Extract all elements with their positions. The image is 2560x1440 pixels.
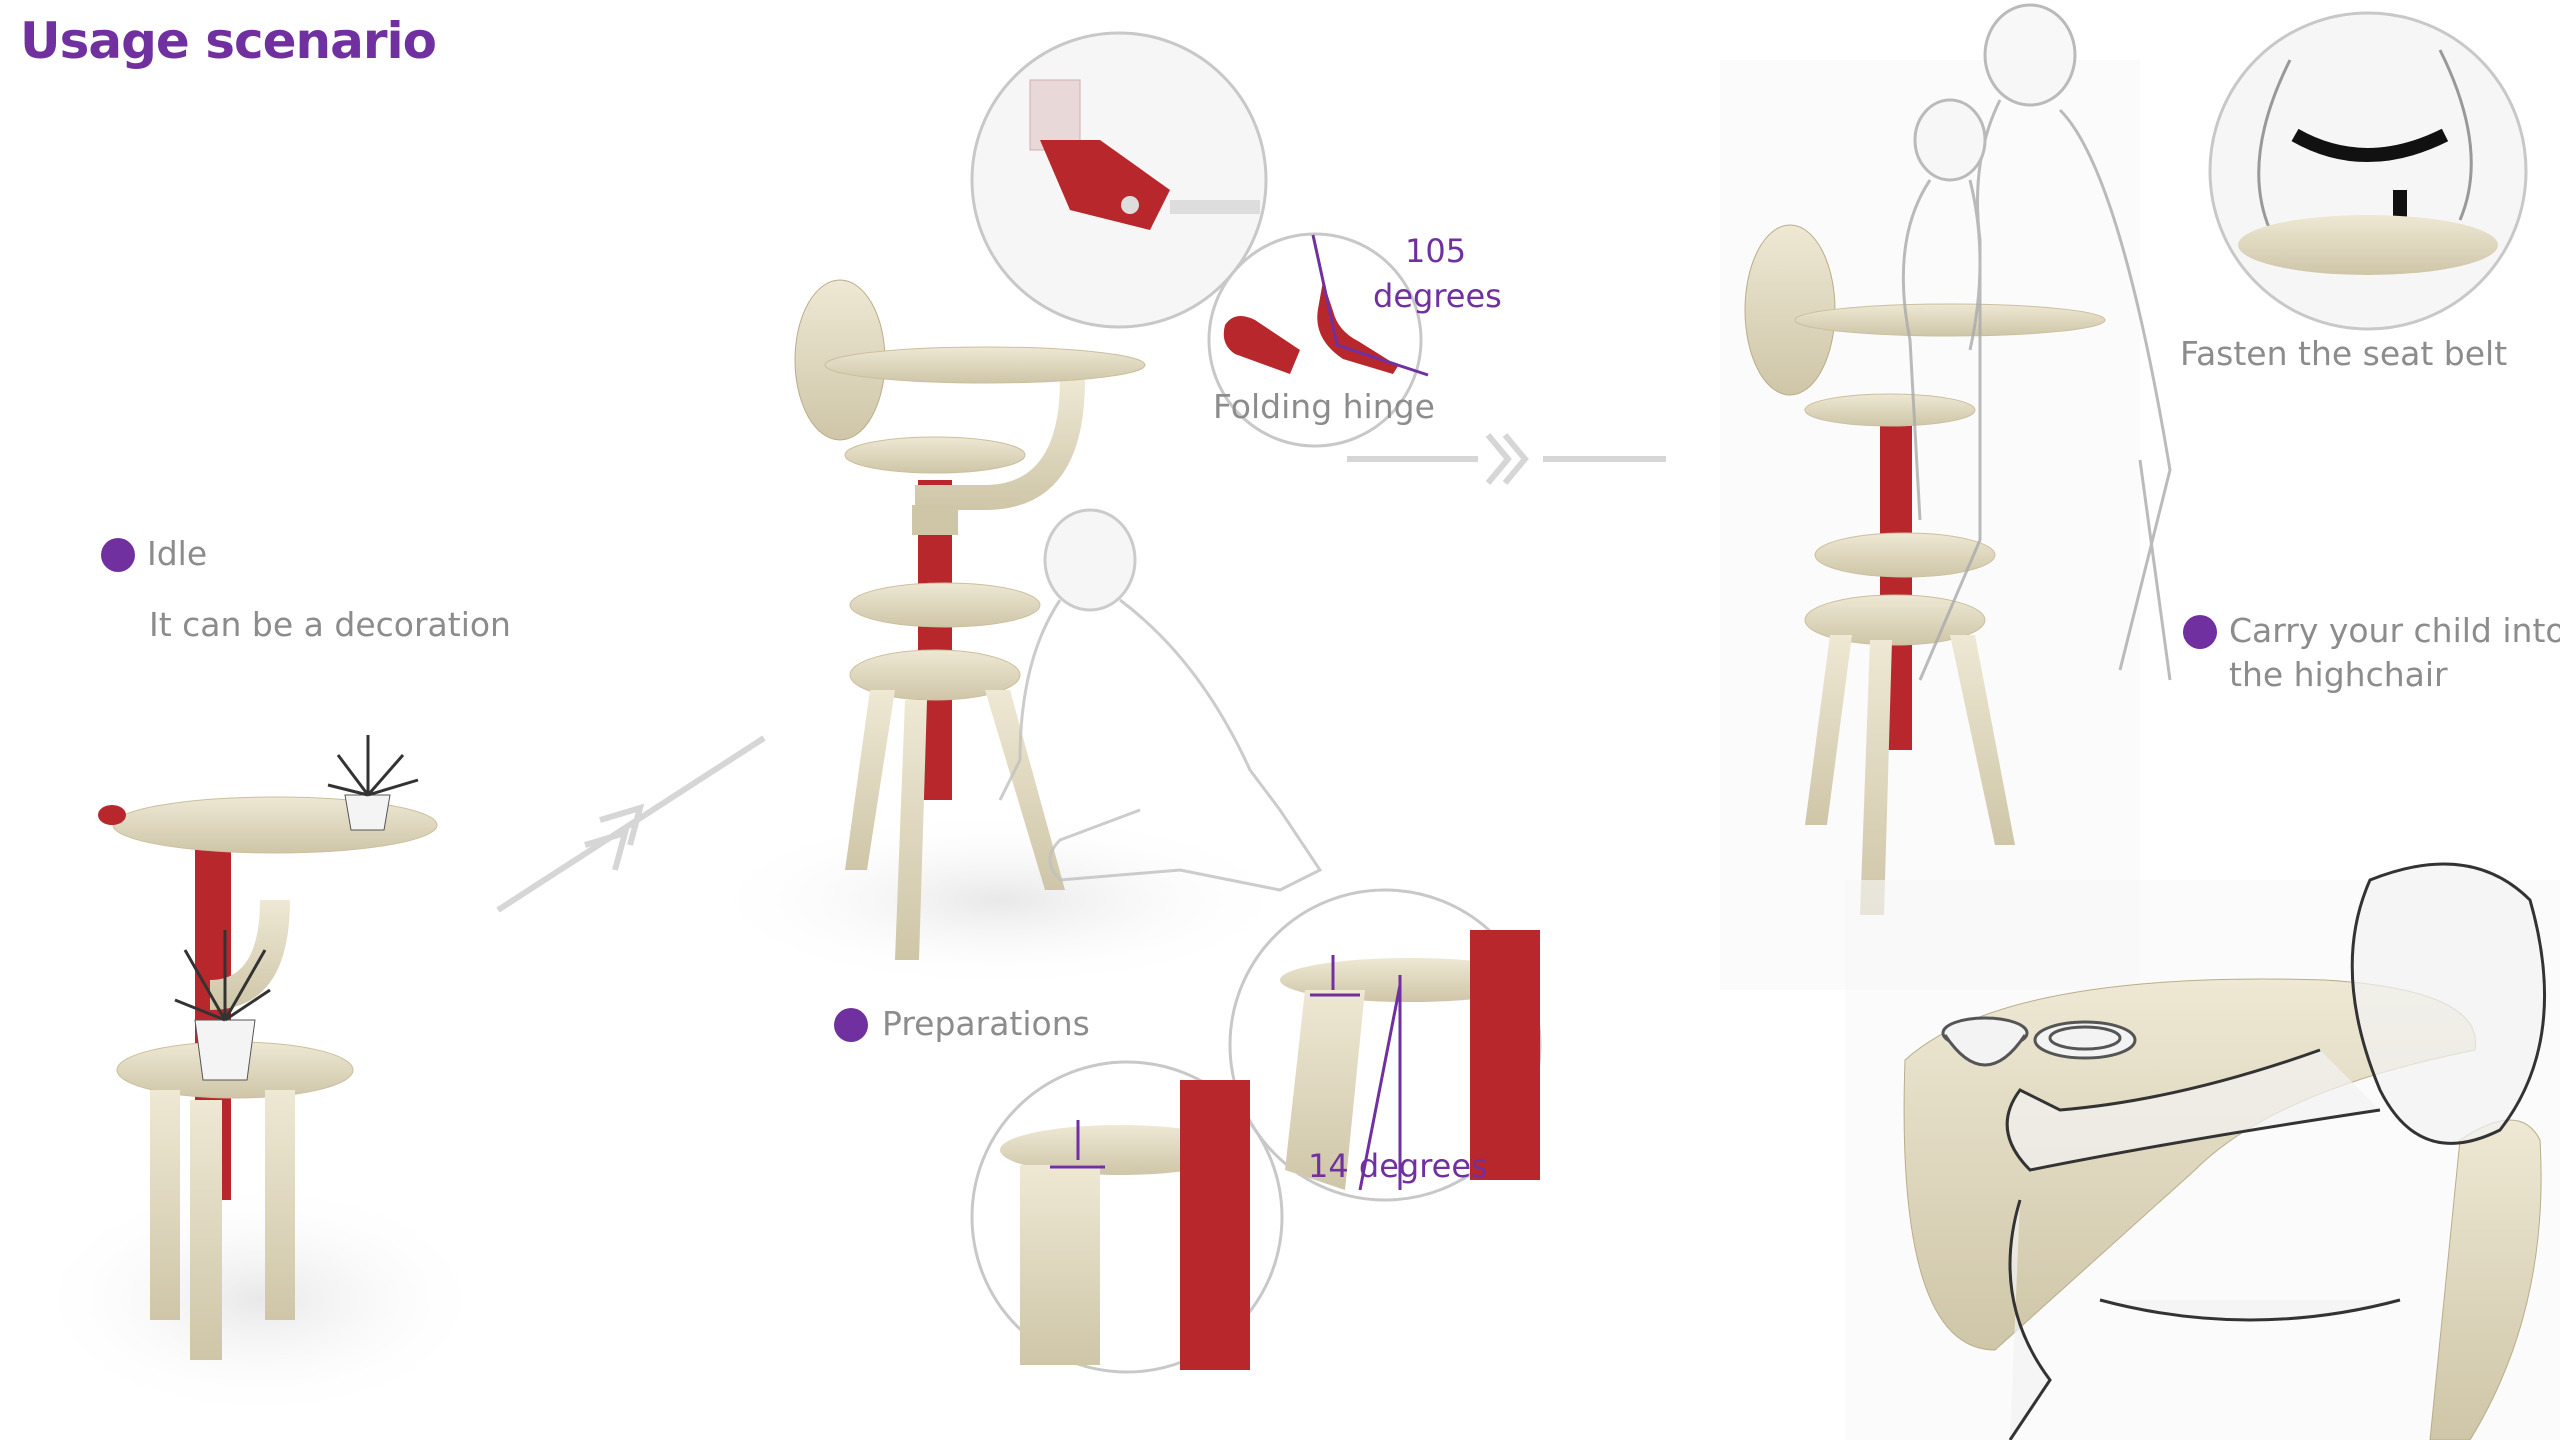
- detail-circle-seat-height: [970, 1060, 1284, 1374]
- idle-description: It can be a decoration: [149, 605, 511, 644]
- detail-circle-folding-hinge: [1207, 232, 1429, 448]
- folding-hinge-label: Folding hinge: [1213, 387, 1435, 426]
- detail-circle-seat-belt: [2208, 11, 2528, 331]
- plate-icon: [2033, 1020, 2137, 1060]
- leg-angle-label: 14 degrees: [1308, 1147, 1488, 1185]
- preparations-bullet-icon: [834, 1008, 868, 1042]
- parent-with-child-sketch: [1901, 3, 2172, 681]
- preparation-chair-illustration: [700, 279, 1323, 990]
- baby-sketch: [2005, 862, 2547, 1440]
- page-title: Usage scenario: [20, 12, 437, 70]
- height-marker: [1050, 1120, 1105, 1169]
- plant-pot-icon: [327, 735, 419, 831]
- angle-marker: [1310, 955, 1402, 1191]
- detail-circle-leg-angle: [1228, 888, 1542, 1202]
- hinge-angle-unit: degrees: [1373, 277, 1502, 315]
- carry-bullet-icon: [2183, 615, 2217, 649]
- idle-bullet-icon: [101, 538, 135, 572]
- hinge-angle-marker: [1311, 234, 1429, 377]
- carry-label-line2: the highchair: [2229, 655, 2448, 694]
- bowl-icon: [1941, 1016, 2029, 1067]
- detail-circle-tray-latch: [970, 31, 1268, 329]
- idle-chair-illustration: [30, 735, 490, 1420]
- idle-label: Idle: [147, 534, 208, 573]
- baby-at-tray-illustration: [1845, 862, 2560, 1440]
- kneeling-adult-sketch: [998, 508, 1323, 892]
- preparations-label: Preparations: [882, 1004, 1090, 1043]
- flow-arrow-2: [1347, 433, 1666, 485]
- plant-pot-icon: [174, 930, 271, 1081]
- hinge-angle-value: 105: [1405, 232, 1467, 270]
- flow-arrow-1: [496, 735, 766, 913]
- seat-belt-label: Fasten the seat belt: [2180, 334, 2508, 373]
- carry-label-line1: Carry your child into: [2229, 611, 2560, 650]
- carry-chair-illustration: [1720, 3, 2172, 990]
